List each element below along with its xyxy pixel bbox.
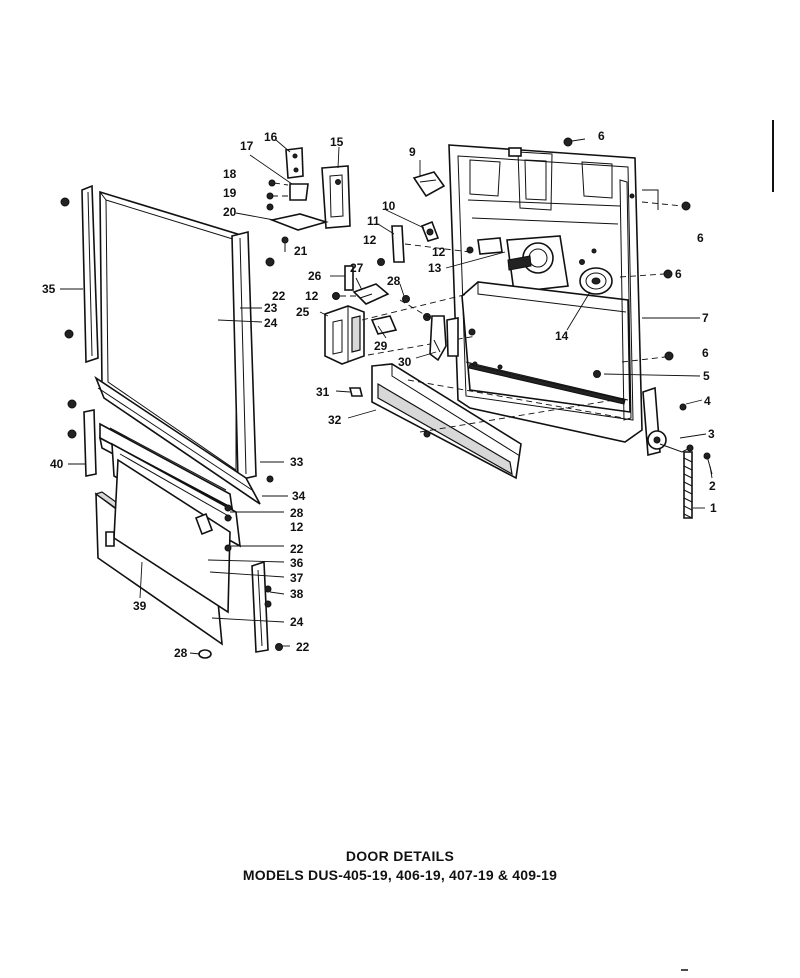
callout-1: 1 [710, 501, 717, 515]
callout-2: 2 [709, 479, 716, 493]
callout-39: 39 [133, 599, 147, 613]
callout-labels: 1 2 3 4 5 6 6 6 6 7 9 10 11 12 12 12 12 … [42, 129, 717, 660]
lower-panel-assembly [67, 399, 283, 659]
callout-22-mid: 22 [290, 542, 304, 556]
callout-30: 30 [398, 355, 412, 369]
callout-27: 27 [350, 261, 364, 275]
callout-28-mid: 28 [290, 506, 304, 520]
upper-hinge-assembly [266, 147, 351, 252]
callout-16: 16 [264, 130, 278, 144]
callout-28-bottom: 28 [174, 646, 188, 660]
callout-12-latch: 12 [305, 289, 319, 303]
callout-18: 18 [223, 167, 237, 181]
callout-5: 5 [703, 369, 710, 383]
callout-4: 4 [704, 394, 711, 408]
callout-26: 26 [308, 269, 322, 283]
callout-6-top: 6 [598, 129, 605, 143]
callout-36: 36 [290, 556, 304, 570]
callout-40: 40 [50, 457, 64, 471]
callout-6-right-lower: 6 [702, 346, 709, 360]
callout-23: 23 [264, 301, 278, 315]
callout-33: 33 [290, 455, 304, 469]
callout-11: 11 [367, 214, 380, 228]
callout-9: 9 [409, 145, 416, 159]
callout-35: 35 [42, 282, 56, 296]
callout-12-lower: 12 [290, 520, 304, 534]
callout-10: 10 [382, 199, 396, 213]
callout-28-latch: 28 [387, 274, 401, 288]
hook-bracket [429, 315, 476, 362]
callout-29: 29 [374, 339, 388, 353]
callout-6-right-mid: 6 [675, 267, 682, 281]
callout-7: 7 [702, 311, 709, 325]
lower-trim-32 [348, 363, 627, 480]
caption-title: DOOR DETAILS [345, 848, 455, 864]
leader-lines [60, 139, 713, 655]
callout-22-upper: 22 [272, 289, 286, 303]
callout-12-mid: 12 [363, 233, 377, 247]
callout-19: 19 [223, 186, 237, 200]
callout-12-dispenser: 12 [432, 245, 446, 259]
callout-20: 20 [223, 205, 237, 219]
inner-door-panel [448, 144, 643, 443]
callout-32: 32 [328, 413, 342, 427]
diagram-caption: DOOR DETAILS MODELS DUS-405-19, 406-19, … [0, 848, 800, 883]
callout-6-right-upper: 6 [697, 231, 704, 245]
callout-13: 13 [428, 261, 442, 275]
callout-21: 21 [294, 244, 308, 258]
callout-17: 17 [240, 139, 254, 153]
callout-3: 3 [708, 427, 715, 441]
outer-door-panel [60, 184, 275, 505]
hinge-and-spring [642, 386, 713, 519]
latch-assembly [324, 265, 477, 365]
callout-25: 25 [296, 305, 310, 319]
panel-screws [563, 137, 691, 378]
callout-31: 31 [316, 385, 330, 399]
callout-34: 34 [292, 489, 306, 503]
callout-37: 37 [290, 571, 304, 585]
callout-24-upper: 24 [264, 316, 278, 330]
callout-22-bottom: 22 [296, 640, 310, 654]
latch-parts [377, 171, 503, 266]
callout-15: 15 [330, 135, 344, 149]
caption-models: MODELS DUS-405-19, 406-19, 407-19 & 409-… [242, 867, 558, 883]
callout-14: 14 [555, 329, 569, 343]
callout-38: 38 [290, 587, 304, 601]
callout-24-lower: 24 [290, 615, 304, 629]
